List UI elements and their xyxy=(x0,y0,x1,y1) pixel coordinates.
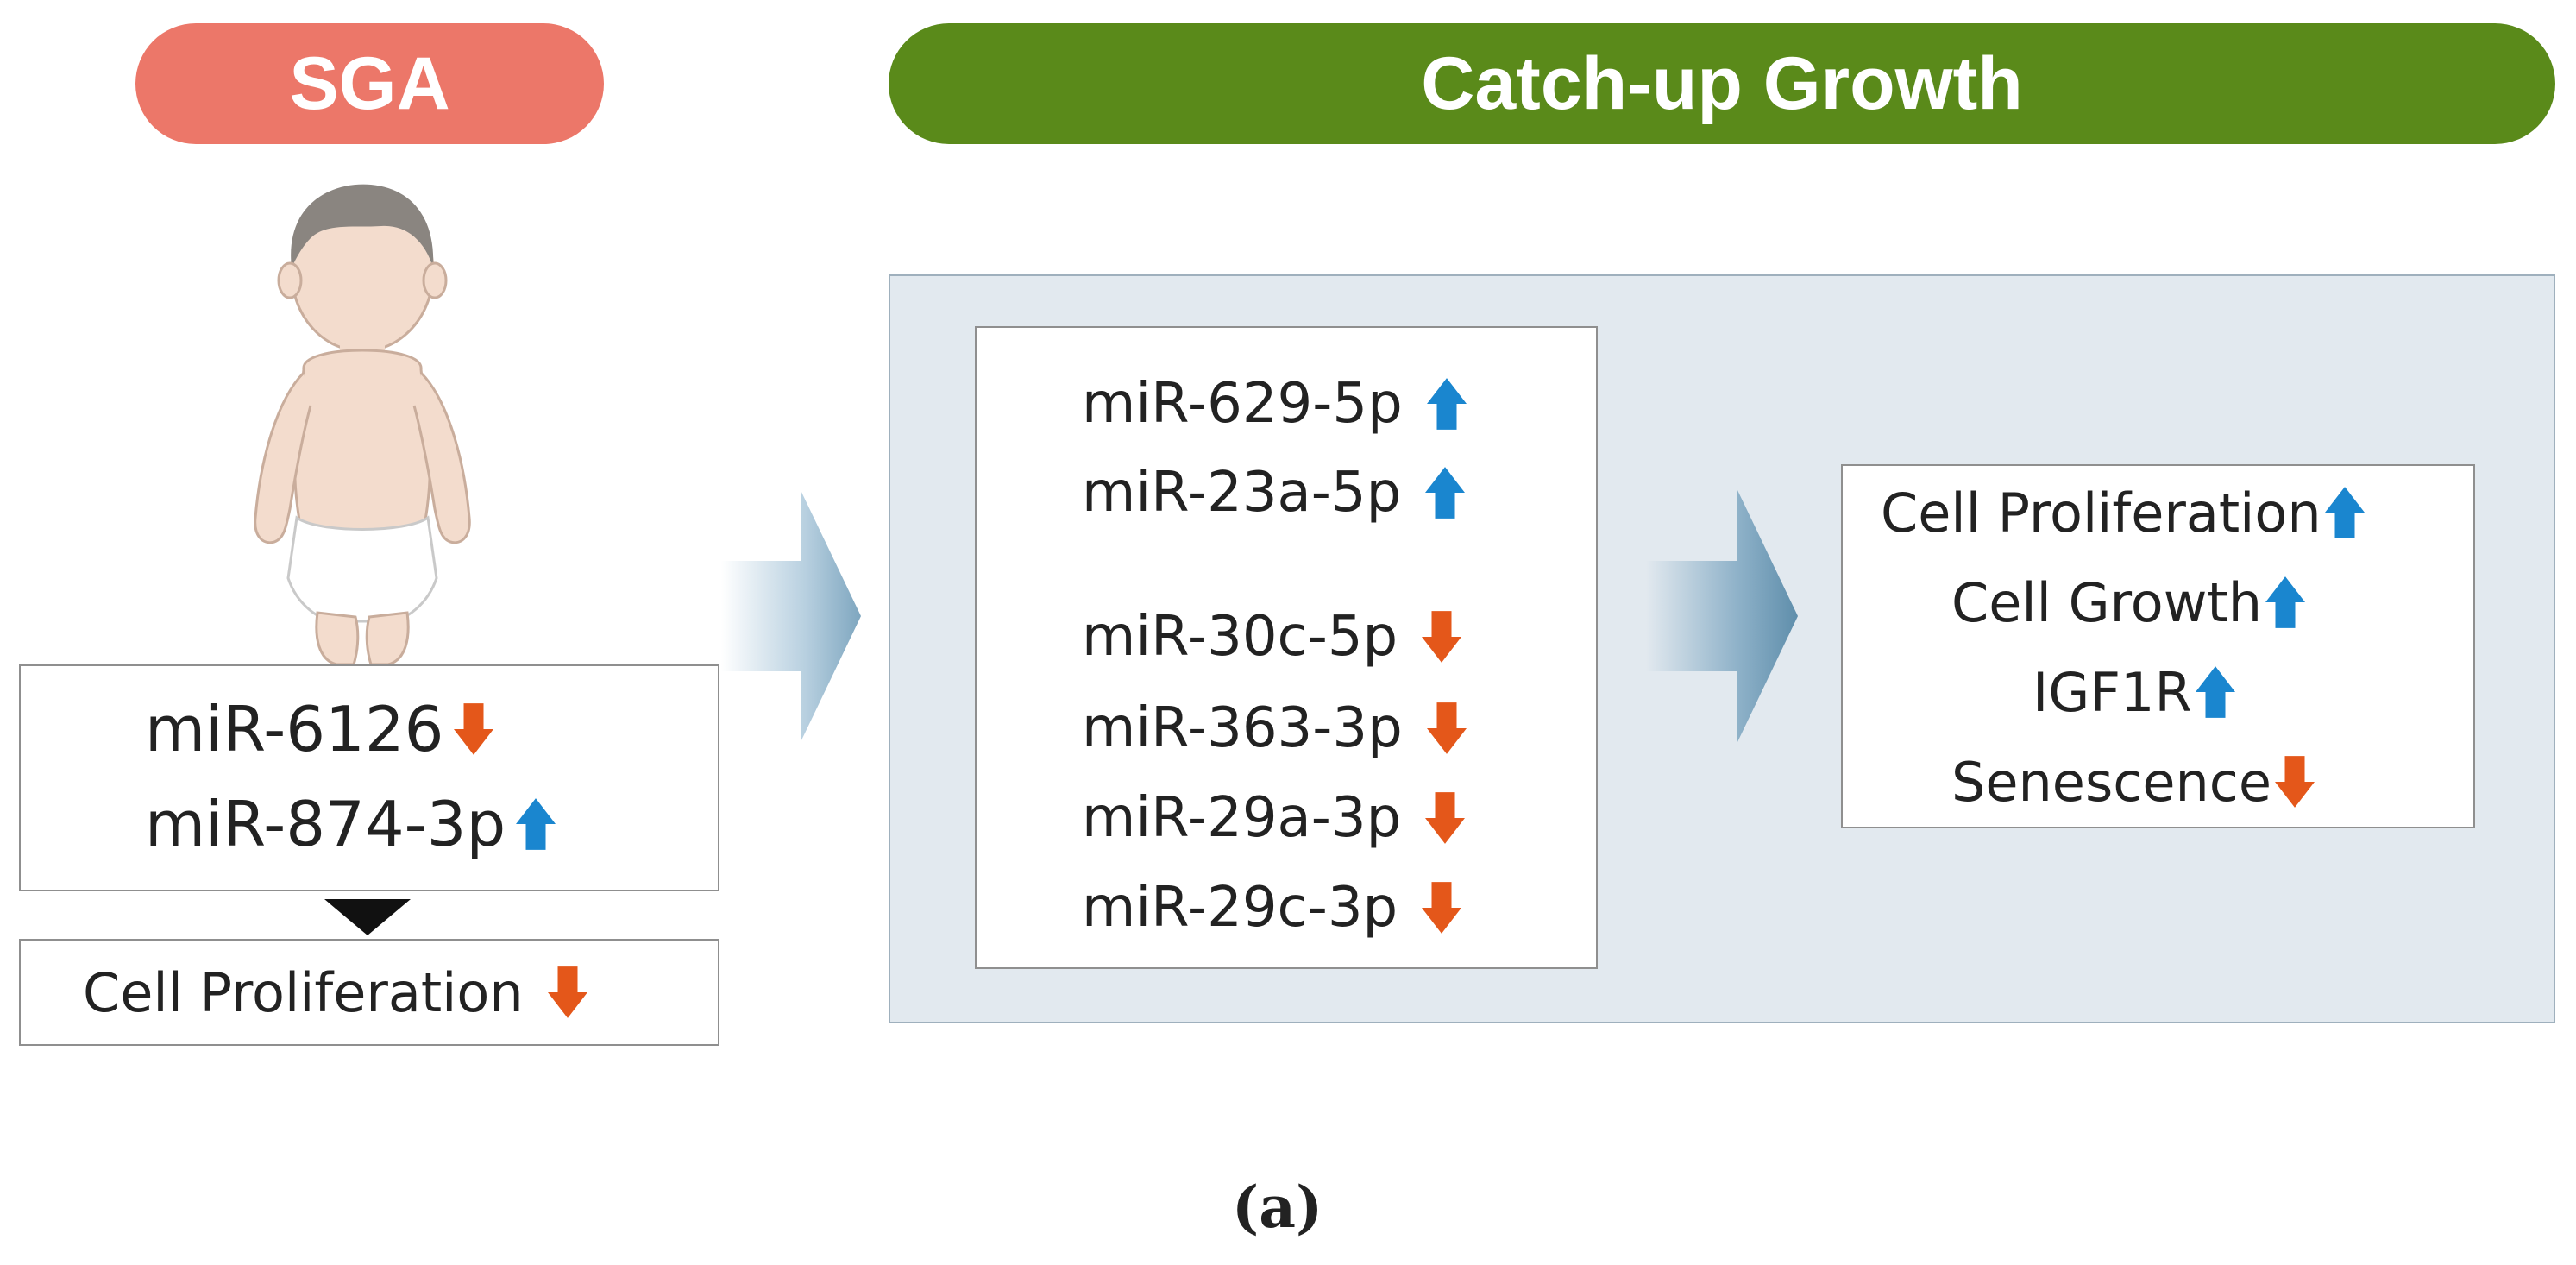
sga-mirna-row: miR-874-3p xyxy=(145,781,556,867)
sga-mirna-label: miR-874-3p xyxy=(145,788,506,860)
catchup-mirna-label: miR-30c-5p xyxy=(1082,605,1398,669)
sga-outcome-label: Cell Proliferation xyxy=(83,960,524,1024)
catchup-mirna-label: miR-29a-3p xyxy=(1082,786,1402,850)
catchup-outcome-label: Cell Growth xyxy=(1951,570,2263,634)
arrow-up-icon xyxy=(2195,666,2235,718)
catchup-mirna-label: miR-629-5p xyxy=(1082,372,1403,436)
catchup-outcome-row: Cell Proliferation xyxy=(1881,473,2365,552)
catchup-mirna-row: miR-29c-3p xyxy=(1082,866,1462,949)
arrow-up-icon xyxy=(2265,576,2306,628)
arrow-down-icon xyxy=(1422,882,1462,934)
arrow-down-icon xyxy=(1425,792,1466,844)
catchup-mirna-row: miR-30c-5p xyxy=(1082,595,1462,678)
flow-arrow-icon xyxy=(1646,490,1798,742)
catchup-outcome-label: Cell Proliferation xyxy=(1881,481,2322,544)
catch-up-header-label: Catch-up Growth xyxy=(1421,41,2023,125)
catchup-mirna-label: miR-29c-3p xyxy=(1082,876,1398,940)
catchup-outcome-row: Senescence xyxy=(1951,742,2315,821)
catchup-mirna-row: miR-29a-3p xyxy=(1082,777,1466,859)
sga-header-label: SGA xyxy=(289,41,450,125)
sga-mirna-row: miR-6126 xyxy=(145,686,494,772)
flow-arrow-icon xyxy=(721,490,861,742)
arrow-down-icon xyxy=(1426,702,1467,754)
catchup-outcome-label: Senescence xyxy=(1951,750,2272,814)
sga-mirna-label: miR-6126 xyxy=(145,693,444,765)
catchup-mirna-row: miR-629-5p xyxy=(1082,362,1467,445)
catchup-outcome-box xyxy=(1841,464,2475,828)
arrow-up-icon xyxy=(1425,467,1466,519)
catchup-mirna-label: miR-363-3p xyxy=(1082,696,1403,760)
catchup-outcome-label: IGF1R xyxy=(2033,660,2192,724)
arrow-down-icon xyxy=(547,966,587,1018)
catch-up-header: Catch-up Growth xyxy=(889,23,2555,144)
arrow-down-icon xyxy=(1422,611,1462,663)
baby-icon xyxy=(254,184,471,666)
catchup-mirna-box xyxy=(975,326,1598,969)
catchup-mirna-row: miR-363-3p xyxy=(1082,687,1467,770)
sga-outcome-row: Cell Proliferation xyxy=(83,949,587,1035)
arrow-down-icon xyxy=(454,703,494,755)
triangle-down-icon xyxy=(324,899,411,935)
catchup-outcome-row: IGF1R xyxy=(2033,652,2235,732)
catchup-mirna-row: miR-23a-5p xyxy=(1082,451,1466,534)
arrow-down-icon xyxy=(2275,756,2315,808)
sga-header: SGA xyxy=(135,23,604,144)
arrow-up-icon xyxy=(1426,378,1467,430)
sga-outcome-box xyxy=(19,939,719,1046)
arrow-up-icon xyxy=(2324,487,2365,538)
figure-caption: (a) xyxy=(1232,1174,1323,1241)
sga-mirna-box xyxy=(19,664,719,891)
catchup-mirna-label: miR-23a-5p xyxy=(1082,461,1402,525)
arrow-up-icon xyxy=(516,798,556,850)
catchup-outcome-row: Cell Growth xyxy=(1951,563,2306,642)
